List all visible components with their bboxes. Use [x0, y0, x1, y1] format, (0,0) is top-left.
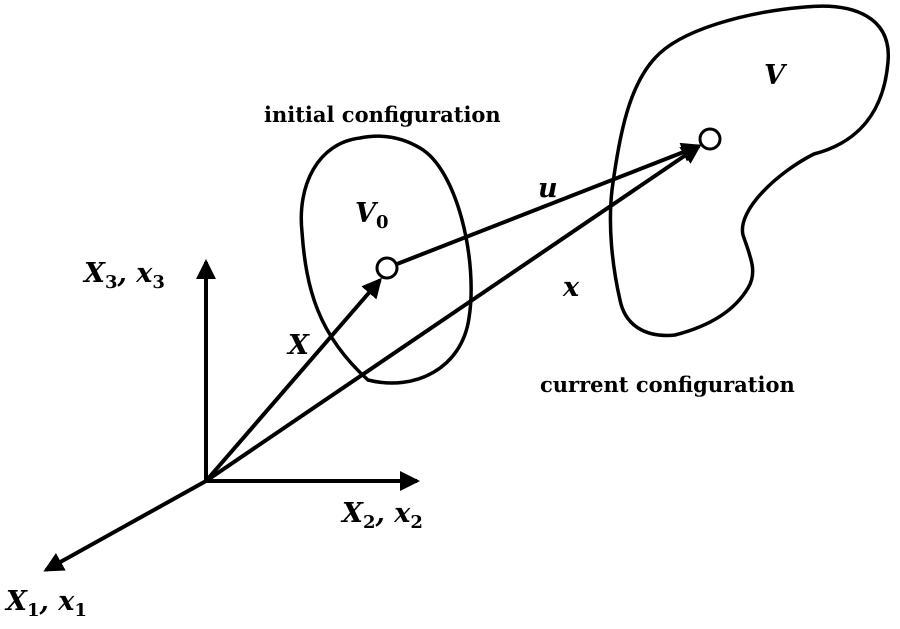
initial-configuration-body [299, 134, 473, 385]
axis-2-label: X2, x2 [340, 498, 423, 533]
X-label: X [286, 330, 310, 361]
V0-label: V0 [355, 198, 388, 233]
axis-1-arrow [43, 479, 207, 572]
axis-3-label: X3, x3 [82, 258, 165, 293]
u-displacement-vector [396, 142, 702, 266]
u-label: u [538, 173, 558, 204]
vectors [204, 142, 702, 483]
axis-1-label: X1, x1 [4, 586, 87, 621]
current-point-marker [698, 127, 722, 151]
coordinate-axes [43, 259, 420, 572]
V-label: V [764, 60, 788, 91]
current-configuration-label: current configuration [540, 372, 795, 397]
initial-configuration-label: initial configuration [264, 102, 501, 127]
x-label: x [562, 272, 580, 303]
X-position-vector [204, 277, 382, 483]
x-position-vector [204, 144, 702, 483]
current-configuration-body [608, 4, 890, 338]
initial-point-marker [375, 256, 399, 280]
